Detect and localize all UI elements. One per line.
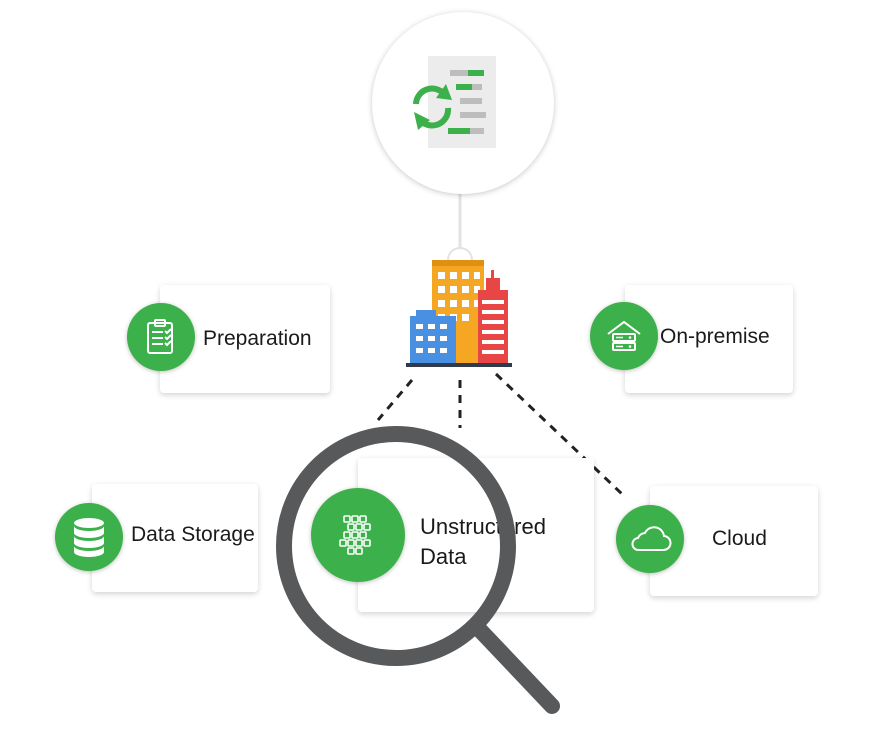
data-storage-label: Data Storage <box>131 523 255 546</box>
cloud-label: Cloud <box>712 527 767 550</box>
data-blocks-icon <box>339 515 371 555</box>
preparation-badge <box>127 303 195 371</box>
house-server-icon <box>607 320 641 351</box>
cloud-badge <box>616 505 684 573</box>
unstructured-data-label-line2: Data <box>420 544 467 569</box>
preparation-label: Preparation <box>203 327 312 350</box>
database-icon <box>74 518 104 557</box>
data-storage-badge <box>55 503 123 571</box>
top-circle <box>372 12 554 194</box>
on-premise-label: On-premise <box>660 325 770 348</box>
on-premise-badge <box>590 302 658 370</box>
cloud-icon <box>631 526 672 551</box>
dashed-line-left <box>376 379 414 421</box>
unstructured-data-label-line1: Unstructured <box>420 514 546 539</box>
unstructured-data-badge <box>311 488 405 582</box>
clipboard-checklist-icon <box>147 319 173 354</box>
buildings-icon <box>406 247 512 367</box>
document-sync-icon <box>413 56 496 148</box>
